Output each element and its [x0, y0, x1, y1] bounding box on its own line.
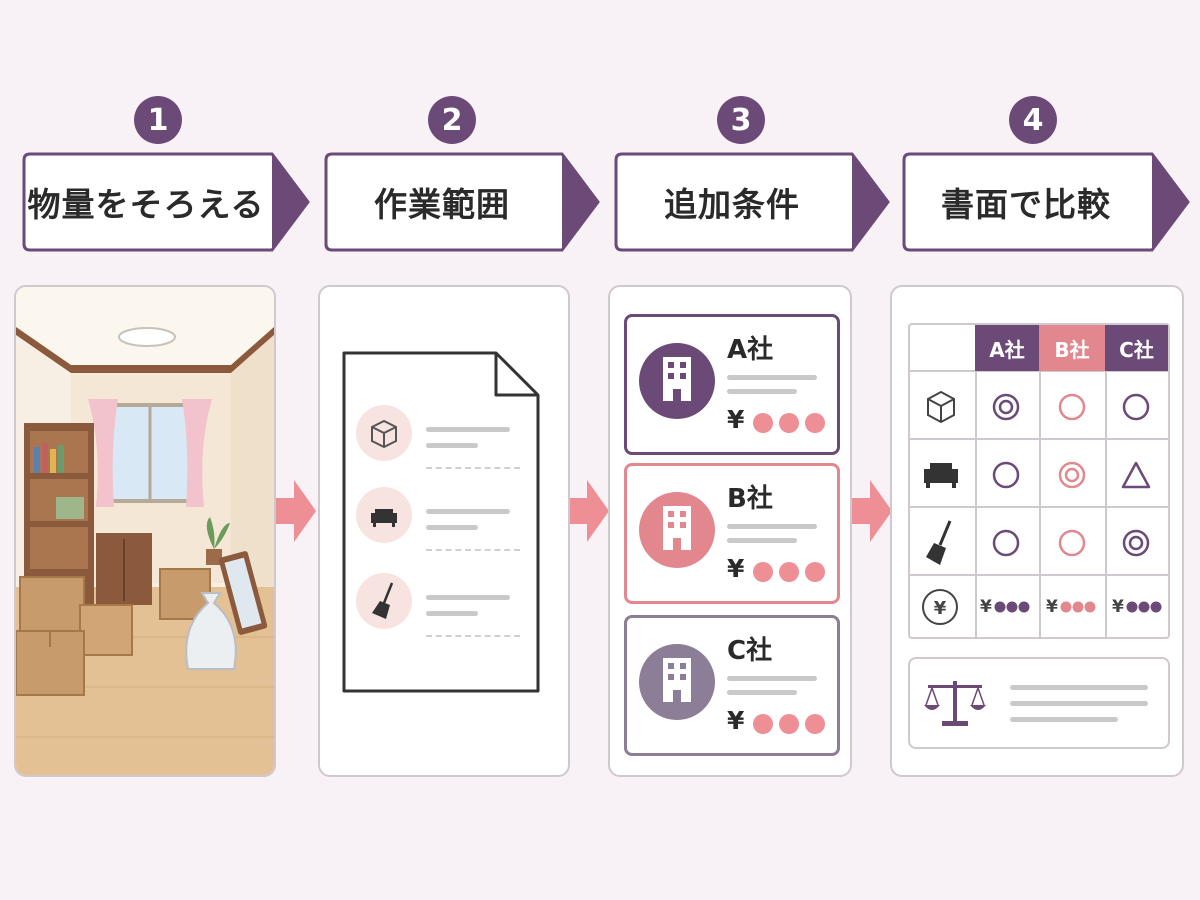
box-icon [927, 390, 955, 424]
yen-coin-icon: ¥ [922, 589, 958, 625]
dashed-divider [426, 635, 520, 637]
table-grid [910, 325, 1168, 637]
companies-card: A社 ¥ B社 ¥ C社 [608, 285, 852, 777]
summary-line [1010, 685, 1148, 690]
broom-description-line [426, 595, 510, 600]
mark-double-circle [1122, 529, 1150, 557]
company-a-name: A社 [727, 335, 774, 365]
mark-circle [1058, 529, 1086, 557]
step-2-number: 2 [428, 96, 476, 144]
comparison-card: A社 B社 C社 ¥ ¥ [890, 285, 1184, 777]
comparison-table [908, 323, 1170, 639]
table-header-c: C社 [1105, 325, 1168, 371]
step-3-label: 追加条件 [664, 185, 800, 224]
company-c-line [727, 690, 797, 695]
mark-double-circle [992, 393, 1020, 421]
company-c-price-prefix: ¥ [727, 706, 745, 735]
balance-summary-box [908, 657, 1170, 749]
broom-icon [926, 520, 952, 565]
flow-arrow-3 [848, 480, 892, 542]
svg-text:¥: ¥ [934, 598, 947, 619]
building-icon [639, 644, 715, 720]
building-icon [639, 492, 715, 568]
step-1-label: 物量をそろえる [27, 185, 265, 224]
summary-line [1010, 701, 1148, 706]
company-b-line [727, 538, 797, 543]
summary-line [1010, 717, 1118, 722]
box-icon [356, 405, 412, 461]
company-a-line [727, 389, 797, 394]
step-4-number: 4 [1009, 96, 1057, 144]
company-a-card: A社 ¥ [624, 314, 840, 455]
box-description-line [426, 427, 510, 432]
broom-description-line [426, 611, 478, 616]
balance-scale-icon [924, 681, 986, 726]
sofa-description-line [426, 509, 510, 514]
company-a-line [727, 375, 817, 380]
mark-double-circle [1058, 461, 1086, 489]
broom-icon [356, 573, 412, 629]
company-a-price-prefix: ¥ [727, 405, 745, 434]
company-c-name: C社 [727, 636, 773, 666]
dashed-divider [426, 549, 520, 551]
mark-circle [992, 461, 1020, 489]
company-c-card: C社 ¥ [624, 615, 840, 756]
price-b-prefix: ¥ [1046, 597, 1058, 617]
box-description-line [426, 443, 478, 448]
mark-circle [1058, 393, 1086, 421]
building-icon [639, 343, 715, 419]
price-a-prefix: ¥ [980, 597, 992, 617]
company-b-price-prefix: ¥ [727, 554, 745, 583]
price-b-dots [1060, 601, 1096, 613]
company-b-line [727, 524, 817, 529]
work-scope-card [318, 285, 570, 777]
step-2-banner: 作業範囲 [322, 150, 602, 254]
price-c-prefix: ¥ [1112, 597, 1124, 617]
step-3-number: 3 [717, 96, 765, 144]
flow-arrow-2 [565, 480, 609, 542]
dashed-divider [426, 467, 520, 469]
company-b-card: B社 ¥ [624, 463, 840, 604]
sofa-description-line [426, 525, 478, 530]
step-4-banner: 書面で比較 [900, 150, 1192, 254]
step-1-number: 1 [134, 96, 182, 144]
company-a-price-dots [753, 413, 825, 433]
company-b-name: B社 [727, 484, 773, 514]
mark-circle [992, 529, 1020, 557]
step-1-banner: 物量をそろえる [20, 150, 312, 254]
price-a-dots [994, 601, 1030, 613]
sofa-icon [356, 487, 412, 543]
company-b-price-dots [753, 562, 825, 582]
flow-arrow-1 [272, 480, 316, 542]
mark-triangle [1121, 461, 1151, 489]
step-3-banner: 追加条件 [612, 150, 892, 254]
cluttered-room-illustration [16, 287, 274, 775]
table-header-b: B社 [1039, 325, 1105, 371]
table-header-a: A社 [975, 325, 1039, 371]
mark-circle [1122, 393, 1150, 421]
company-c-line [727, 676, 817, 681]
step-2-label: 作業範囲 [374, 185, 510, 224]
sofa-icon [924, 463, 958, 488]
company-c-price-dots [753, 714, 825, 734]
step-4-label: 書面で比較 [941, 185, 1111, 224]
price-c-dots [1126, 601, 1162, 613]
room-illustration-card [14, 285, 276, 777]
